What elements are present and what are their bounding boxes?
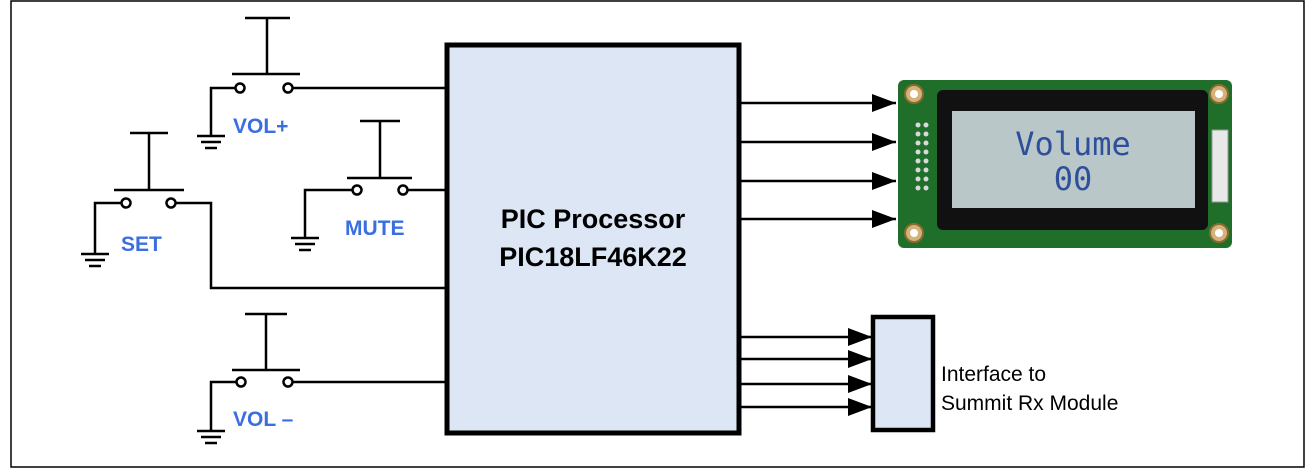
- lcd-line-1: Volume: [1015, 125, 1131, 163]
- lcd-module: Volume 00: [898, 80, 1232, 248]
- interface-module: Interface to Summit Rx Module: [870, 314, 1118, 433]
- ground-icon: [197, 429, 225, 445]
- processor-title: PIC Processor: [501, 204, 686, 234]
- diagram-frame: [10, 0, 1305, 468]
- lcd-screen: [952, 111, 1195, 208]
- lcd-bus-arrows: [739, 94, 896, 228]
- vol-minus-label: VOL –: [233, 408, 294, 431]
- processor-model: PIC18LF46K22: [499, 242, 687, 272]
- vol-plus-label: VOL+: [233, 115, 288, 138]
- processor-box: [444, 42, 742, 436]
- ground-icon: [81, 252, 109, 268]
- ground-icon: [197, 134, 225, 150]
- interface-label-line1: Interface to: [941, 363, 1046, 386]
- ground-icon: [291, 236, 319, 252]
- vol-plus-switch: VOL+: [197, 16, 447, 150]
- mute-label: MUTE: [345, 217, 405, 240]
- vol-minus-switch: VOL –: [197, 312, 447, 445]
- mute-switch: MUTE: [291, 119, 447, 252]
- interface-box: [870, 314, 936, 433]
- interface-bus-arrows: [739, 328, 872, 416]
- processor-block: PIC Processor PIC18LF46K22: [444, 42, 742, 436]
- set-label: SET: [121, 233, 162, 256]
- interface-label-line2: Summit Rx Module: [941, 392, 1118, 415]
- lcd-line-2: 00: [1054, 160, 1093, 198]
- set-switch: SET: [81, 131, 447, 290]
